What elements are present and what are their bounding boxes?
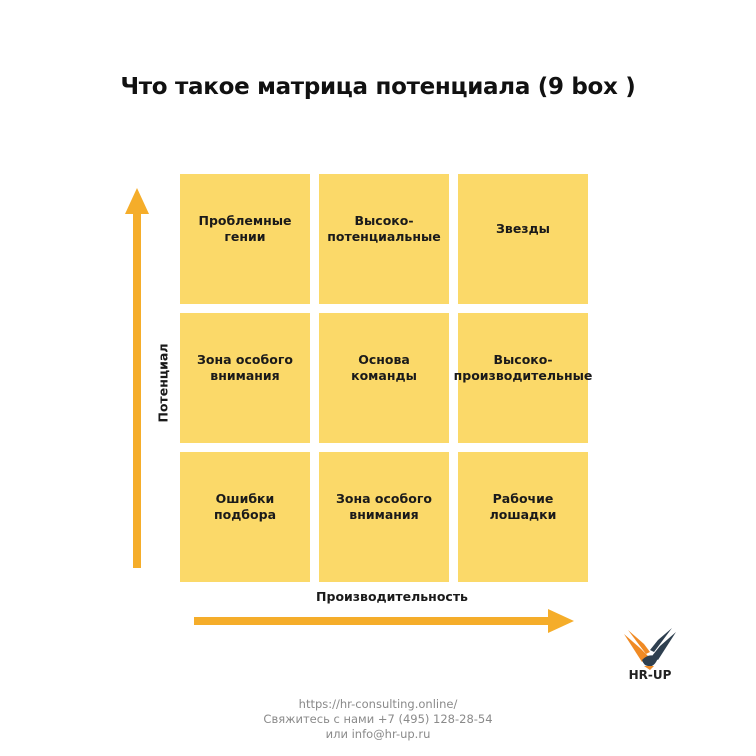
cell-label: Высоко- потенциальные (327, 213, 441, 244)
matrix-cell-bottom-right: Рабочие лошадки (458, 452, 588, 582)
logo-text: HR-UP (628, 668, 672, 682)
x-axis-arrow (194, 609, 574, 633)
matrix-cell-top-left: Проблемные гении (180, 174, 310, 304)
footer-url[interactable]: https://hr-consulting.online/ (298, 697, 458, 711)
footer-phone: Свяжитесь с нами +7 (495) 128-28-54 (263, 712, 493, 726)
bird-icon (624, 628, 676, 670)
matrix-cell-bottom-center: Зона особого внимания (319, 452, 449, 582)
matrix-cell-middle-center: Основа команды (319, 313, 449, 443)
y-axis-label: Потенциал (155, 343, 171, 423)
x-axis-label: Производительность (316, 589, 468, 604)
cell-label: Зона особого внимания (336, 491, 432, 522)
page-title: Что такое матрица потенциала (9 box ) (120, 74, 636, 100)
cell-label: Ошибки подбора (213, 491, 277, 522)
y-axis-arrow (125, 188, 149, 568)
footer-email[interactable]: или info@hr-up.ru (325, 727, 431, 741)
cell-label: Высоко- производительные (453, 352, 593, 383)
matrix-cell-middle-right: Высоко- производительные (454, 313, 592, 443)
cell-label: Звезды (496, 221, 550, 236)
cell-label: Зона особого внимания (197, 352, 293, 383)
cell-label: Проблемные гении (198, 213, 292, 244)
nine-box-matrix: Проблемные гении Высоко- потенциальные З… (180, 174, 592, 582)
matrix-cell-top-right: Звезды (458, 174, 588, 304)
matrix-cell-middle-left: Зона особого внимания (180, 313, 310, 443)
matrix-cell-bottom-left: Ошибки подбора (180, 452, 310, 582)
cell-label: Рабочие лошадки (489, 491, 557, 522)
matrix-cell-top-center: Высоко- потенциальные (319, 174, 449, 304)
footer-contacts: https://hr-consulting.online/ Свяжитесь … (0, 697, 756, 742)
cell-label: Основа команды (351, 352, 417, 383)
